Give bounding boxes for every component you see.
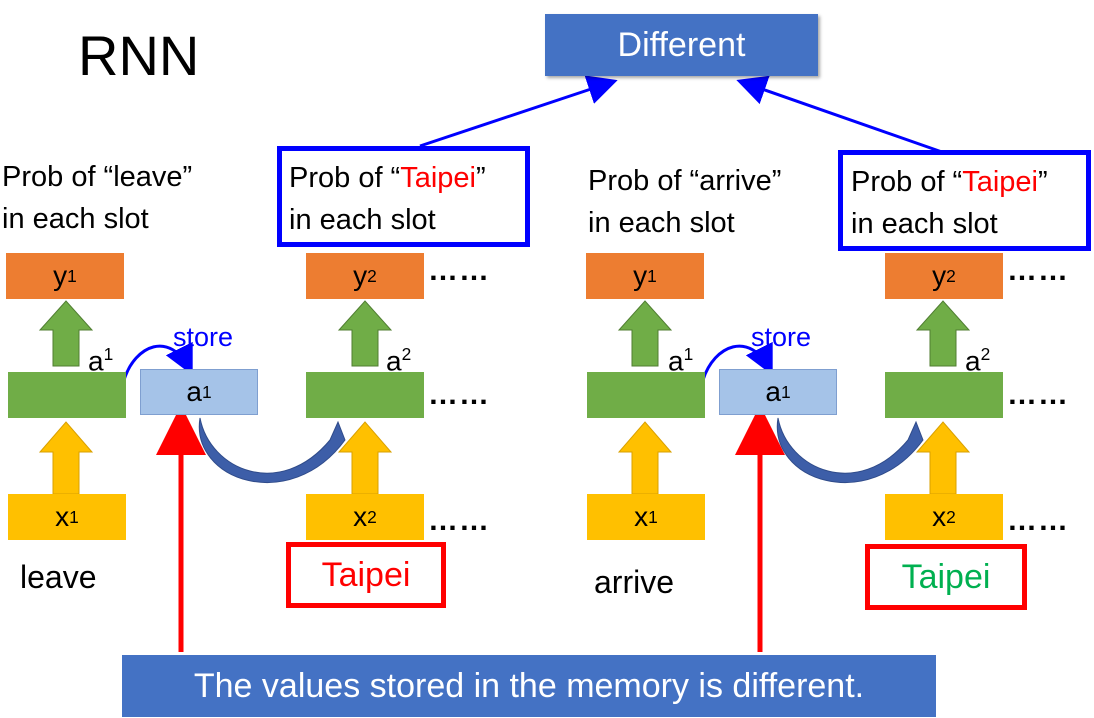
prob-taipei-text-right: Prob of “Taipei” in each slot [843, 155, 1086, 245]
left-y-dots: …… [428, 254, 490, 287]
h2-to-y2-arrow-right [915, 300, 971, 367]
prob-arrive-line2: in each slot [588, 207, 735, 239]
left-prob-leave: Prob of “leave” in each slot [2, 156, 192, 240]
prob-taipei-line1: Prob of “Taipei” [289, 162, 486, 194]
left-hidden-2 [306, 372, 424, 418]
prob-leave-line1: Prob of “leave” [2, 161, 193, 193]
h2-to-y2-arrow [337, 300, 393, 367]
left-arrows [38, 300, 393, 652]
right-prob-arrive: Prob of “arrive” in each slot [588, 160, 781, 244]
memory-difference-banner: The values stored in the memory is diffe… [122, 655, 936, 717]
x2-to-h2-arrow-right [915, 421, 971, 495]
word-leave: leave [20, 559, 97, 595]
left-a1-label: a1 [88, 344, 114, 377]
h1-to-y1-arrow [38, 300, 94, 367]
different-box: Different [545, 14, 818, 76]
x1-to-h1-arrow-right [617, 421, 673, 495]
right-arrows [617, 300, 971, 652]
right-a1-label: a1 [668, 344, 694, 377]
prob-taipei-line2: in each slot [289, 204, 436, 236]
memory-to-h2-arrow [198, 417, 346, 483]
x2-to-h2-arrow [337, 421, 393, 495]
prob-taipei-line2-right: in each slot [851, 208, 998, 240]
right-x-dots: …… [1007, 504, 1069, 537]
word-taipei-right: Taipei [865, 544, 1027, 610]
memory-to-h2-arrow-right [776, 417, 924, 483]
prob-taipei-text: Prob of “Taipei” in each slot [282, 151, 525, 241]
right-hidden-2 [885, 372, 1003, 418]
prob-taipei-line1-right: Prob of “Taipei” [851, 166, 1048, 198]
taipei-highlight-right: Taipei [962, 166, 1038, 198]
page-title: RNN [78, 24, 200, 87]
right-store-label: store [751, 322, 812, 352]
store-arrow-right [701, 341, 773, 381]
right-hidden-1 [587, 372, 705, 418]
store-arrow [122, 341, 193, 381]
right-prob-taipei-frame: Prob of “Taipei” in each slot [838, 150, 1091, 251]
left-store-label: store [173, 322, 234, 352]
left-hidden-1 [8, 372, 126, 418]
left-x-dots: …… [428, 504, 490, 537]
h1-to-y1-arrow-right [617, 300, 673, 367]
taipei-highlight: Taipei [400, 162, 476, 194]
left-to-different-arrow [419, 75, 618, 148]
right-y-dots: …… [1007, 254, 1069, 287]
right-a2-label: a2 [965, 344, 991, 377]
left-a2-label: a2 [386, 344, 412, 377]
left-prob-taipei-frame: Prob of “Taipei” in each slot [277, 146, 530, 247]
prob-leave-line2: in each slot [2, 203, 149, 235]
right-to-different-arrow [736, 75, 943, 154]
prob-arrive-line1: Prob of “arrive” [588, 165, 782, 197]
right-hidden-dots: …… [1007, 378, 1069, 411]
x1-to-h1-arrow [38, 421, 94, 495]
left-hidden-dots: …… [428, 378, 490, 411]
word-taipei-left: Taipei [286, 542, 446, 608]
word-arrive: arrive [594, 564, 675, 600]
